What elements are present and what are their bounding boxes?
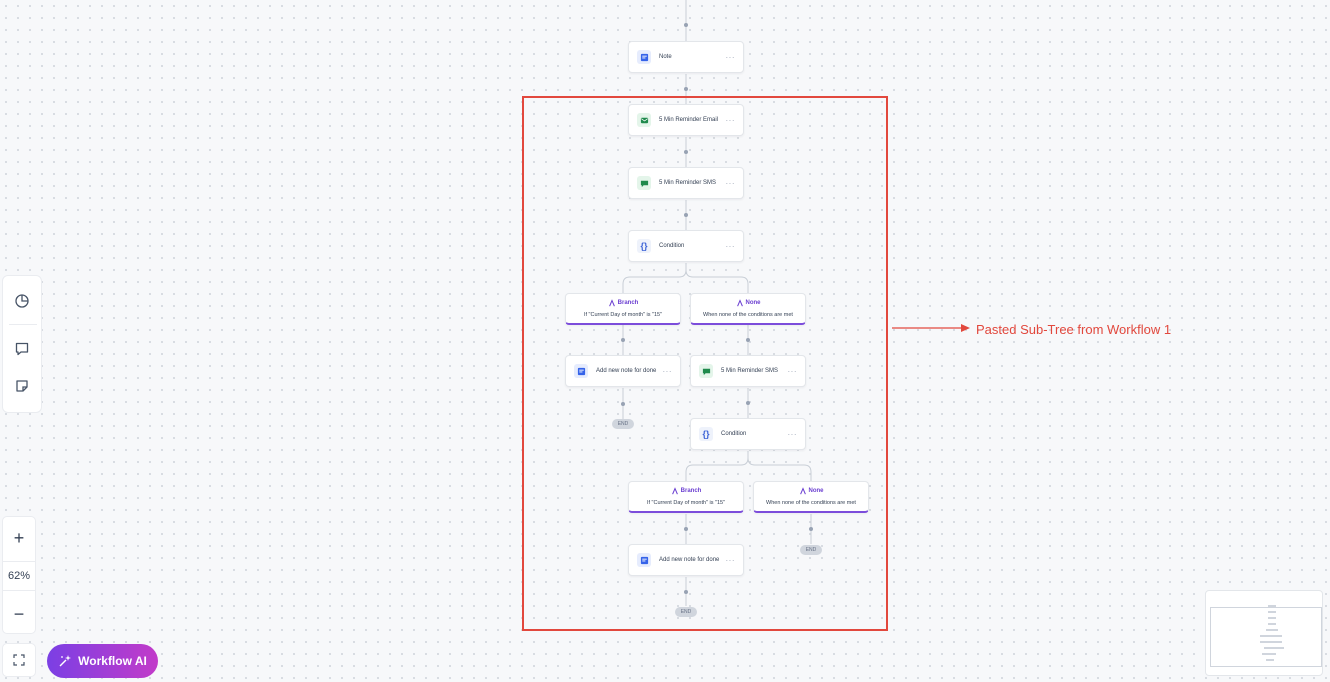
expand-icon (13, 654, 25, 666)
node-label: 5 Min Reminder SMS (721, 368, 779, 374)
node-menu-icon[interactable]: ··· (725, 555, 735, 565)
node-label: Note (659, 54, 672, 60)
workflow-ai-label: Workflow AI (78, 654, 147, 668)
zoom-in-button[interactable]: + (13, 527, 25, 548)
minimap-node (1266, 659, 1274, 661)
minimap-node (1268, 605, 1276, 607)
minimap-viewport (1210, 607, 1322, 667)
minimap-node (1260, 635, 1282, 637)
branch-icon (736, 299, 743, 307)
email-icon (637, 113, 651, 127)
workflow-node-add-note[interactable]: Add new note for done ··· (565, 355, 681, 387)
minimap-node (1260, 641, 1282, 643)
workflow-node-sms[interactable]: 5 Min Reminder SMS ··· (628, 167, 744, 199)
note-icon (637, 50, 651, 64)
end-marker: END (612, 419, 634, 429)
add-step-dot[interactable] (746, 338, 750, 342)
add-step-dot[interactable] (684, 87, 688, 91)
branch-condition: When none of the conditions are met (766, 500, 856, 506)
sparkle-wand-icon (59, 655, 72, 667)
sms-icon (637, 176, 651, 190)
comment-icon[interactable] (12, 339, 32, 359)
note-icon (574, 364, 588, 378)
add-step-dot[interactable] (684, 150, 688, 154)
workflow-node-sms[interactable]: 5 Min Reminder SMS ··· (690, 355, 806, 387)
toolbar-divider (9, 324, 37, 325)
add-step-dot[interactable] (809, 527, 813, 531)
branch-card[interactable]: Branch If "Current Day of month" is "15" (628, 481, 744, 513)
add-step-dot[interactable] (684, 23, 688, 27)
workflow-ai-button[interactable]: Workflow AI (47, 644, 158, 678)
branch-title: Branch (617, 300, 639, 306)
pasted-subtree-highlight (522, 96, 888, 631)
node-menu-icon[interactable]: ··· (787, 366, 797, 376)
branch-title: None (808, 488, 824, 494)
none-branch-card[interactable]: None When none of the conditions are met (690, 293, 806, 325)
minimap-node (1268, 623, 1276, 625)
add-step-dot[interactable] (621, 402, 625, 406)
branch-icon (608, 299, 615, 307)
fit-view-button[interactable] (2, 643, 36, 677)
branch-title: None (745, 300, 761, 306)
add-step-dot[interactable] (684, 590, 688, 594)
sticky-note-icon[interactable] (12, 376, 32, 396)
node-label: 5 Min Reminder Email (659, 117, 719, 123)
node-menu-icon[interactable]: ··· (787, 429, 797, 439)
annotation-label: Pasted Sub-Tree from Workflow 1 (976, 322, 1172, 337)
zoom-level: 62% (3, 561, 35, 591)
zoom-controls: + 62% − (2, 516, 36, 634)
workflow-node-email[interactable]: 5 Min Reminder Email ··· (628, 104, 744, 136)
left-toolbar (2, 275, 42, 413)
minimap[interactable] (1205, 590, 1323, 676)
node-label: Add new note for done (659, 557, 720, 563)
workflow-node-condition[interactable]: {} Condition ··· (690, 418, 806, 450)
branch-card[interactable]: Branch If "Current Day of month" is "15" (565, 293, 681, 325)
branch-condition: When none of the conditions are met (703, 312, 793, 318)
workflow-node-note[interactable]: Note ··· (628, 41, 744, 73)
add-step-dot[interactable] (621, 338, 625, 342)
add-step-dot[interactable] (684, 213, 688, 217)
end-marker: END (675, 607, 697, 617)
history-icon[interactable] (12, 291, 32, 311)
node-menu-icon[interactable]: ··· (725, 178, 735, 188)
minimap-node (1262, 653, 1276, 655)
node-menu-icon[interactable]: ··· (725, 52, 735, 62)
end-marker: END (800, 545, 822, 555)
minimap-node (1268, 611, 1276, 613)
node-menu-icon[interactable]: ··· (725, 241, 735, 251)
node-label: Condition (659, 243, 685, 249)
note-icon (637, 553, 651, 567)
add-step-dot[interactable] (746, 401, 750, 405)
node-label: 5 Min Reminder SMS (659, 180, 717, 186)
branch-condition: If "Current Day of month" is "15" (646, 500, 726, 506)
node-menu-icon[interactable]: ··· (662, 366, 672, 376)
add-step-dot[interactable] (684, 527, 688, 531)
sms-icon (699, 364, 713, 378)
branch-title: Branch (680, 488, 702, 494)
branch-icon (671, 487, 678, 495)
minimap-node (1266, 629, 1278, 631)
minimap-node (1268, 617, 1276, 619)
branch-condition: If "Current Day of month" is "15" (583, 312, 663, 318)
condition-braces-icon: {} (637, 239, 651, 253)
workflow-node-add-note[interactable]: Add new note for done ··· (628, 544, 744, 576)
condition-braces-icon: {} (699, 427, 713, 441)
none-branch-card[interactable]: None When none of the conditions are met (753, 481, 869, 513)
node-label: Add new note for done (596, 368, 657, 374)
zoom-out-button[interactable]: − (13, 603, 25, 624)
workflow-node-condition[interactable]: {} Condition ··· (628, 230, 744, 262)
node-menu-icon[interactable]: ··· (725, 115, 735, 125)
branch-icon (799, 487, 806, 495)
minimap-node (1264, 647, 1284, 649)
node-label: Condition (721, 431, 747, 437)
